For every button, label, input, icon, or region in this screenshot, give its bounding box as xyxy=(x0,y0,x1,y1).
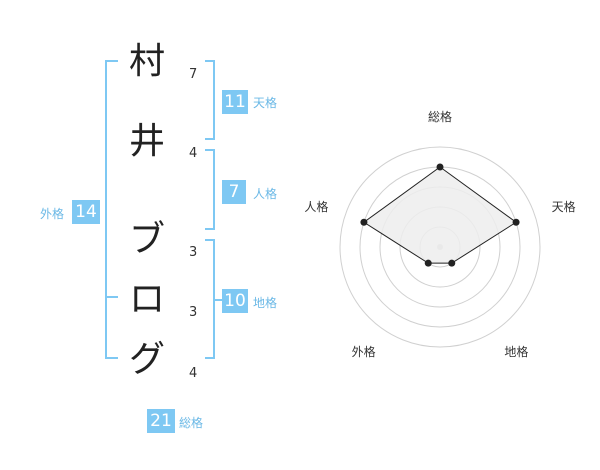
radar-axis-label-2: 天格 xyxy=(551,199,576,214)
gaikaku-bracket xyxy=(105,60,118,359)
radar-point-3 xyxy=(448,259,456,267)
tenkaku-value-box: 11 xyxy=(222,90,248,114)
radar-axis-label-4: 外格 xyxy=(351,345,376,360)
radar-point-2 xyxy=(512,218,520,226)
jinkaku-label: 人格 xyxy=(253,187,278,201)
tenkaku-label: 天格 xyxy=(253,96,278,110)
radar-point-1 xyxy=(436,163,444,171)
tenkaku-bracket xyxy=(205,60,215,140)
radar-value-polygon xyxy=(363,166,517,264)
chikaku-value-box: 10 xyxy=(222,289,248,313)
stroke-count-3: 3 xyxy=(189,245,198,260)
soukaku-label: 総格 xyxy=(179,416,204,430)
radar-ring xyxy=(339,146,541,348)
stroke-count-1: 7 xyxy=(189,67,198,82)
gaikaku-value-box: 14 xyxy=(72,200,100,224)
name-char-1: 村 xyxy=(128,41,165,82)
radar-axis-label-5: 人格 xyxy=(304,199,329,214)
jinkaku-value-box: 7 xyxy=(222,180,246,204)
name-char-5: グ xyxy=(128,339,165,380)
name-char-2: 井 xyxy=(128,121,165,162)
name-char-4: ロ xyxy=(128,279,165,320)
soukaku-value-box: 21 xyxy=(147,409,175,433)
radar-axis-label-1: 総格 xyxy=(427,110,452,124)
name-char-3: ブ xyxy=(128,219,165,260)
radar-point-4 xyxy=(424,259,432,267)
jinkaku-bracket xyxy=(205,149,215,230)
radar-point-5 xyxy=(360,218,368,226)
stroke-count-2: 4 xyxy=(189,146,198,161)
gaikaku-label: 外格 xyxy=(40,207,65,221)
chikaku-label: 地格 xyxy=(253,296,278,310)
stroke-count-4: 3 xyxy=(189,305,198,320)
stroke-count-5: 4 xyxy=(189,366,198,381)
radar-axis-label-3: 地格 xyxy=(504,345,529,360)
